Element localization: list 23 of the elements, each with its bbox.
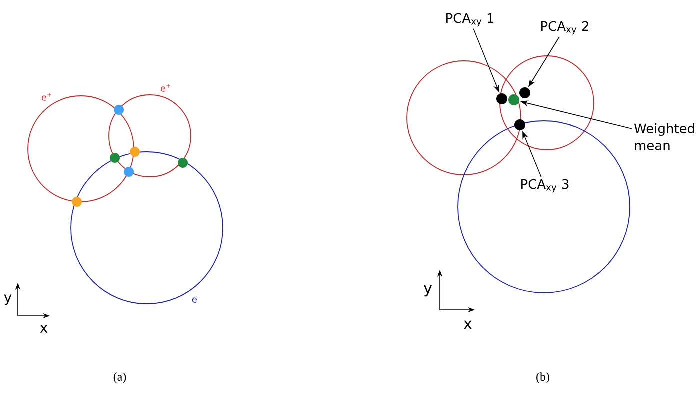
callout-label: PCA$_{xy}$ 2 bbox=[542, 21, 588, 35]
callout-label: Weighted mean bbox=[634, 123, 694, 151]
subfigure-caption: (b) bbox=[536, 372, 550, 384]
circle-label: e$^{+}$ bbox=[42, 93, 52, 101]
axis-label: y bbox=[4, 294, 12, 306]
callout-label: PCA$_{xy}$ 1 bbox=[446, 13, 494, 27]
dot bbox=[124, 167, 134, 177]
dot bbox=[508, 94, 520, 106]
subfigure-caption: (a) bbox=[114, 372, 126, 384]
axis-label: x bbox=[464, 320, 472, 330]
dot bbox=[72, 197, 82, 207]
dot bbox=[520, 88, 530, 98]
callout-label: PCA$_{xy}$ 3 bbox=[522, 179, 569, 193]
dot bbox=[110, 153, 120, 163]
circle-label: e$^{+}$ bbox=[160, 84, 170, 92]
dot bbox=[514, 120, 526, 130]
circle-label: e$^{-}$ bbox=[192, 297, 200, 303]
dot bbox=[178, 158, 188, 168]
axis-label: x bbox=[40, 325, 48, 333]
dot bbox=[130, 147, 140, 157]
dot bbox=[496, 94, 508, 104]
axis-label: y bbox=[424, 285, 432, 297]
dot bbox=[114, 105, 124, 115]
